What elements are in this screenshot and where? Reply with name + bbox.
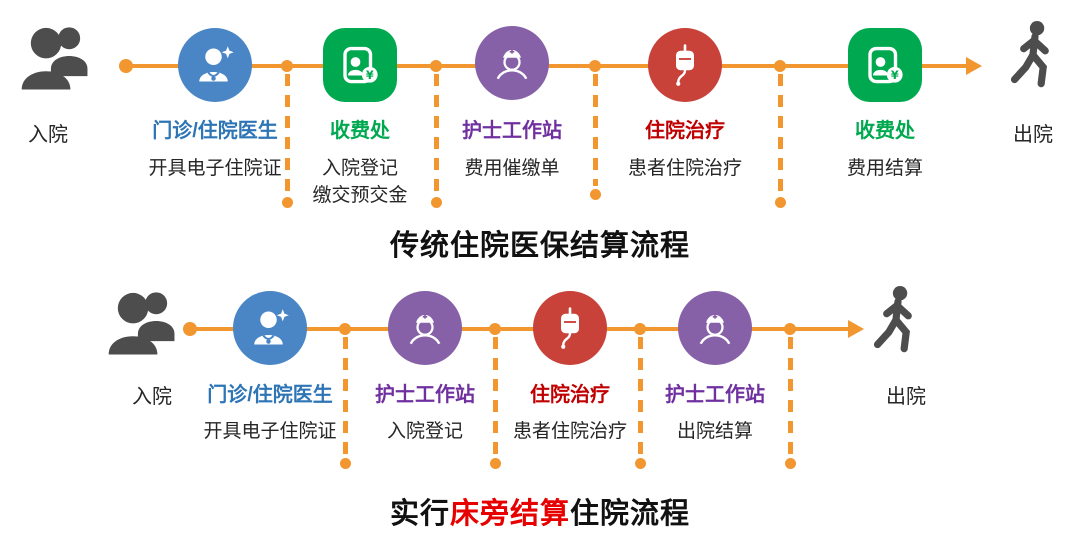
svg-text:¥: ¥ (891, 69, 899, 82)
step-label: 护士工作站 (462, 120, 562, 142)
dashed-connector (593, 74, 598, 186)
junction-dot (431, 197, 442, 208)
step-label: 门诊/住院医生 (207, 384, 333, 406)
junction-dot (430, 60, 442, 72)
title-prefix: 实行 (389, 498, 450, 530)
dashed-connector (434, 74, 439, 194)
svg-text:¥: ¥ (366, 69, 374, 82)
iv-drip-icon (533, 291, 607, 365)
dashed-connector (638, 337, 643, 455)
step-sublabel-line2: 缴交预交金 (312, 185, 408, 206)
bedside-flow-title: 实行床旁结算住院流程 (0, 490, 1080, 532)
nurse-icon (388, 291, 462, 365)
dashed-connector (778, 74, 783, 194)
admission-person-icon (18, 20, 96, 103)
junction-dot (339, 323, 351, 335)
junction-dot (635, 458, 646, 469)
step-sublabel: 入院登记 缴交预交金 (312, 155, 407, 209)
dashed-connector (788, 337, 793, 455)
dashed-connector (285, 74, 290, 194)
step-sublabel: 费用催缴单 (464, 158, 560, 179)
junction-dot (774, 60, 786, 72)
flow-connector-line (186, 327, 850, 331)
junction-dot (340, 458, 351, 469)
step-label: 收费处 (855, 120, 915, 142)
admission-label: 入院 (132, 386, 172, 408)
junction-dot (489, 323, 501, 335)
step-label: 住院治疗 (530, 384, 610, 406)
step-sublabel: 患者住院治疗 (512, 421, 628, 442)
cashier-icon: ¥ (323, 28, 397, 102)
doctor-icon (233, 291, 307, 365)
junction-dot (119, 59, 133, 73)
nurse-icon (475, 26, 549, 100)
step-label: 收费处 (330, 120, 390, 142)
junction-dot (590, 189, 601, 200)
junction-dot (589, 60, 601, 72)
dashed-connector (493, 337, 498, 455)
discharge-person-icon (1005, 20, 1065, 103)
step-label: 护士工作站 (665, 384, 765, 406)
admission-label: 入院 (28, 124, 68, 146)
dashed-connector (343, 337, 348, 455)
junction-dot (281, 60, 293, 72)
nurse-icon (678, 291, 752, 365)
discharge-label: 出院 (886, 386, 926, 408)
flow-arrow-icon (966, 57, 982, 75)
step-sublabel: 开具电子住院证 (203, 421, 337, 442)
step-label: 护士工作站 (375, 384, 475, 406)
iv-drip-icon (648, 28, 722, 102)
cashier-icon: ¥ (848, 28, 922, 102)
doctor-icon (178, 28, 252, 102)
title-highlight: 床旁结算 (449, 498, 570, 530)
step-sublabel-line1: 入院登记 (321, 158, 399, 179)
step-label: 门诊/住院医生 (152, 120, 278, 142)
junction-dot (183, 322, 197, 336)
discharge-label: 出院 (1013, 124, 1053, 146)
admission-person-icon (105, 285, 183, 368)
step-sublabel: 费用结算 (846, 158, 924, 179)
step-sublabel: 入院登记 (386, 421, 464, 442)
junction-dot (282, 197, 293, 208)
title-suffix: 住院流程 (570, 498, 691, 530)
traditional-flow-title: 传统住院医保结算流程 (389, 230, 690, 262)
step-sublabel: 开具电子住院证 (148, 158, 282, 179)
step-sublabel: 患者住院治疗 (627, 158, 743, 179)
junction-dot (634, 323, 646, 335)
step-sublabel: 出院结算 (676, 421, 754, 442)
flow-arrow-icon (848, 320, 864, 338)
junction-dot (785, 458, 796, 469)
junction-dot (775, 197, 786, 208)
junction-dot (784, 323, 796, 335)
junction-dot (490, 458, 501, 469)
step-label: 住院治疗 (645, 120, 725, 142)
discharge-person-icon (868, 285, 928, 368)
